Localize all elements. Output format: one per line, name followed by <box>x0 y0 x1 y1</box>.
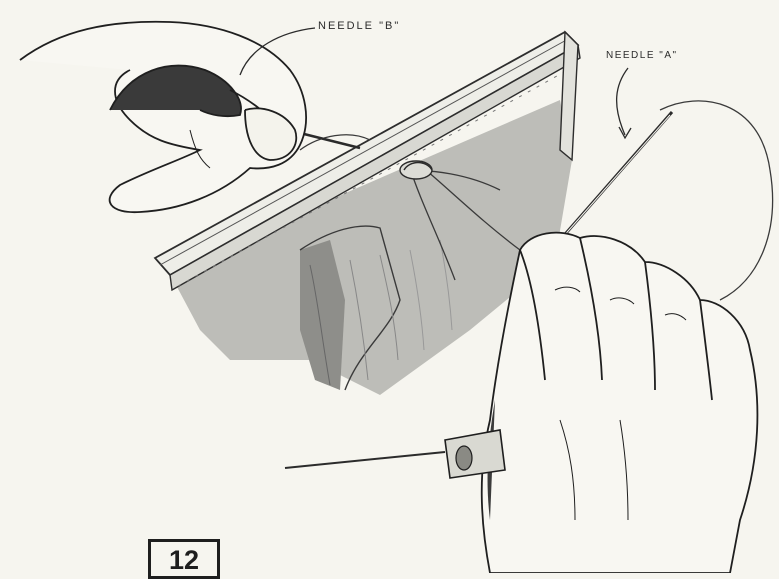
stitch-knot <box>400 161 432 179</box>
left-hand <box>20 22 306 212</box>
leader-needle-a <box>617 68 628 135</box>
figure-number-box: 12 <box>148 539 220 579</box>
needle-a <box>560 112 672 240</box>
awl <box>285 430 505 478</box>
needle-b-label: NEEDLE "B" <box>318 20 400 32</box>
needle-a-label: NEEDLE "A" <box>606 50 678 61</box>
right-hand <box>482 233 758 573</box>
